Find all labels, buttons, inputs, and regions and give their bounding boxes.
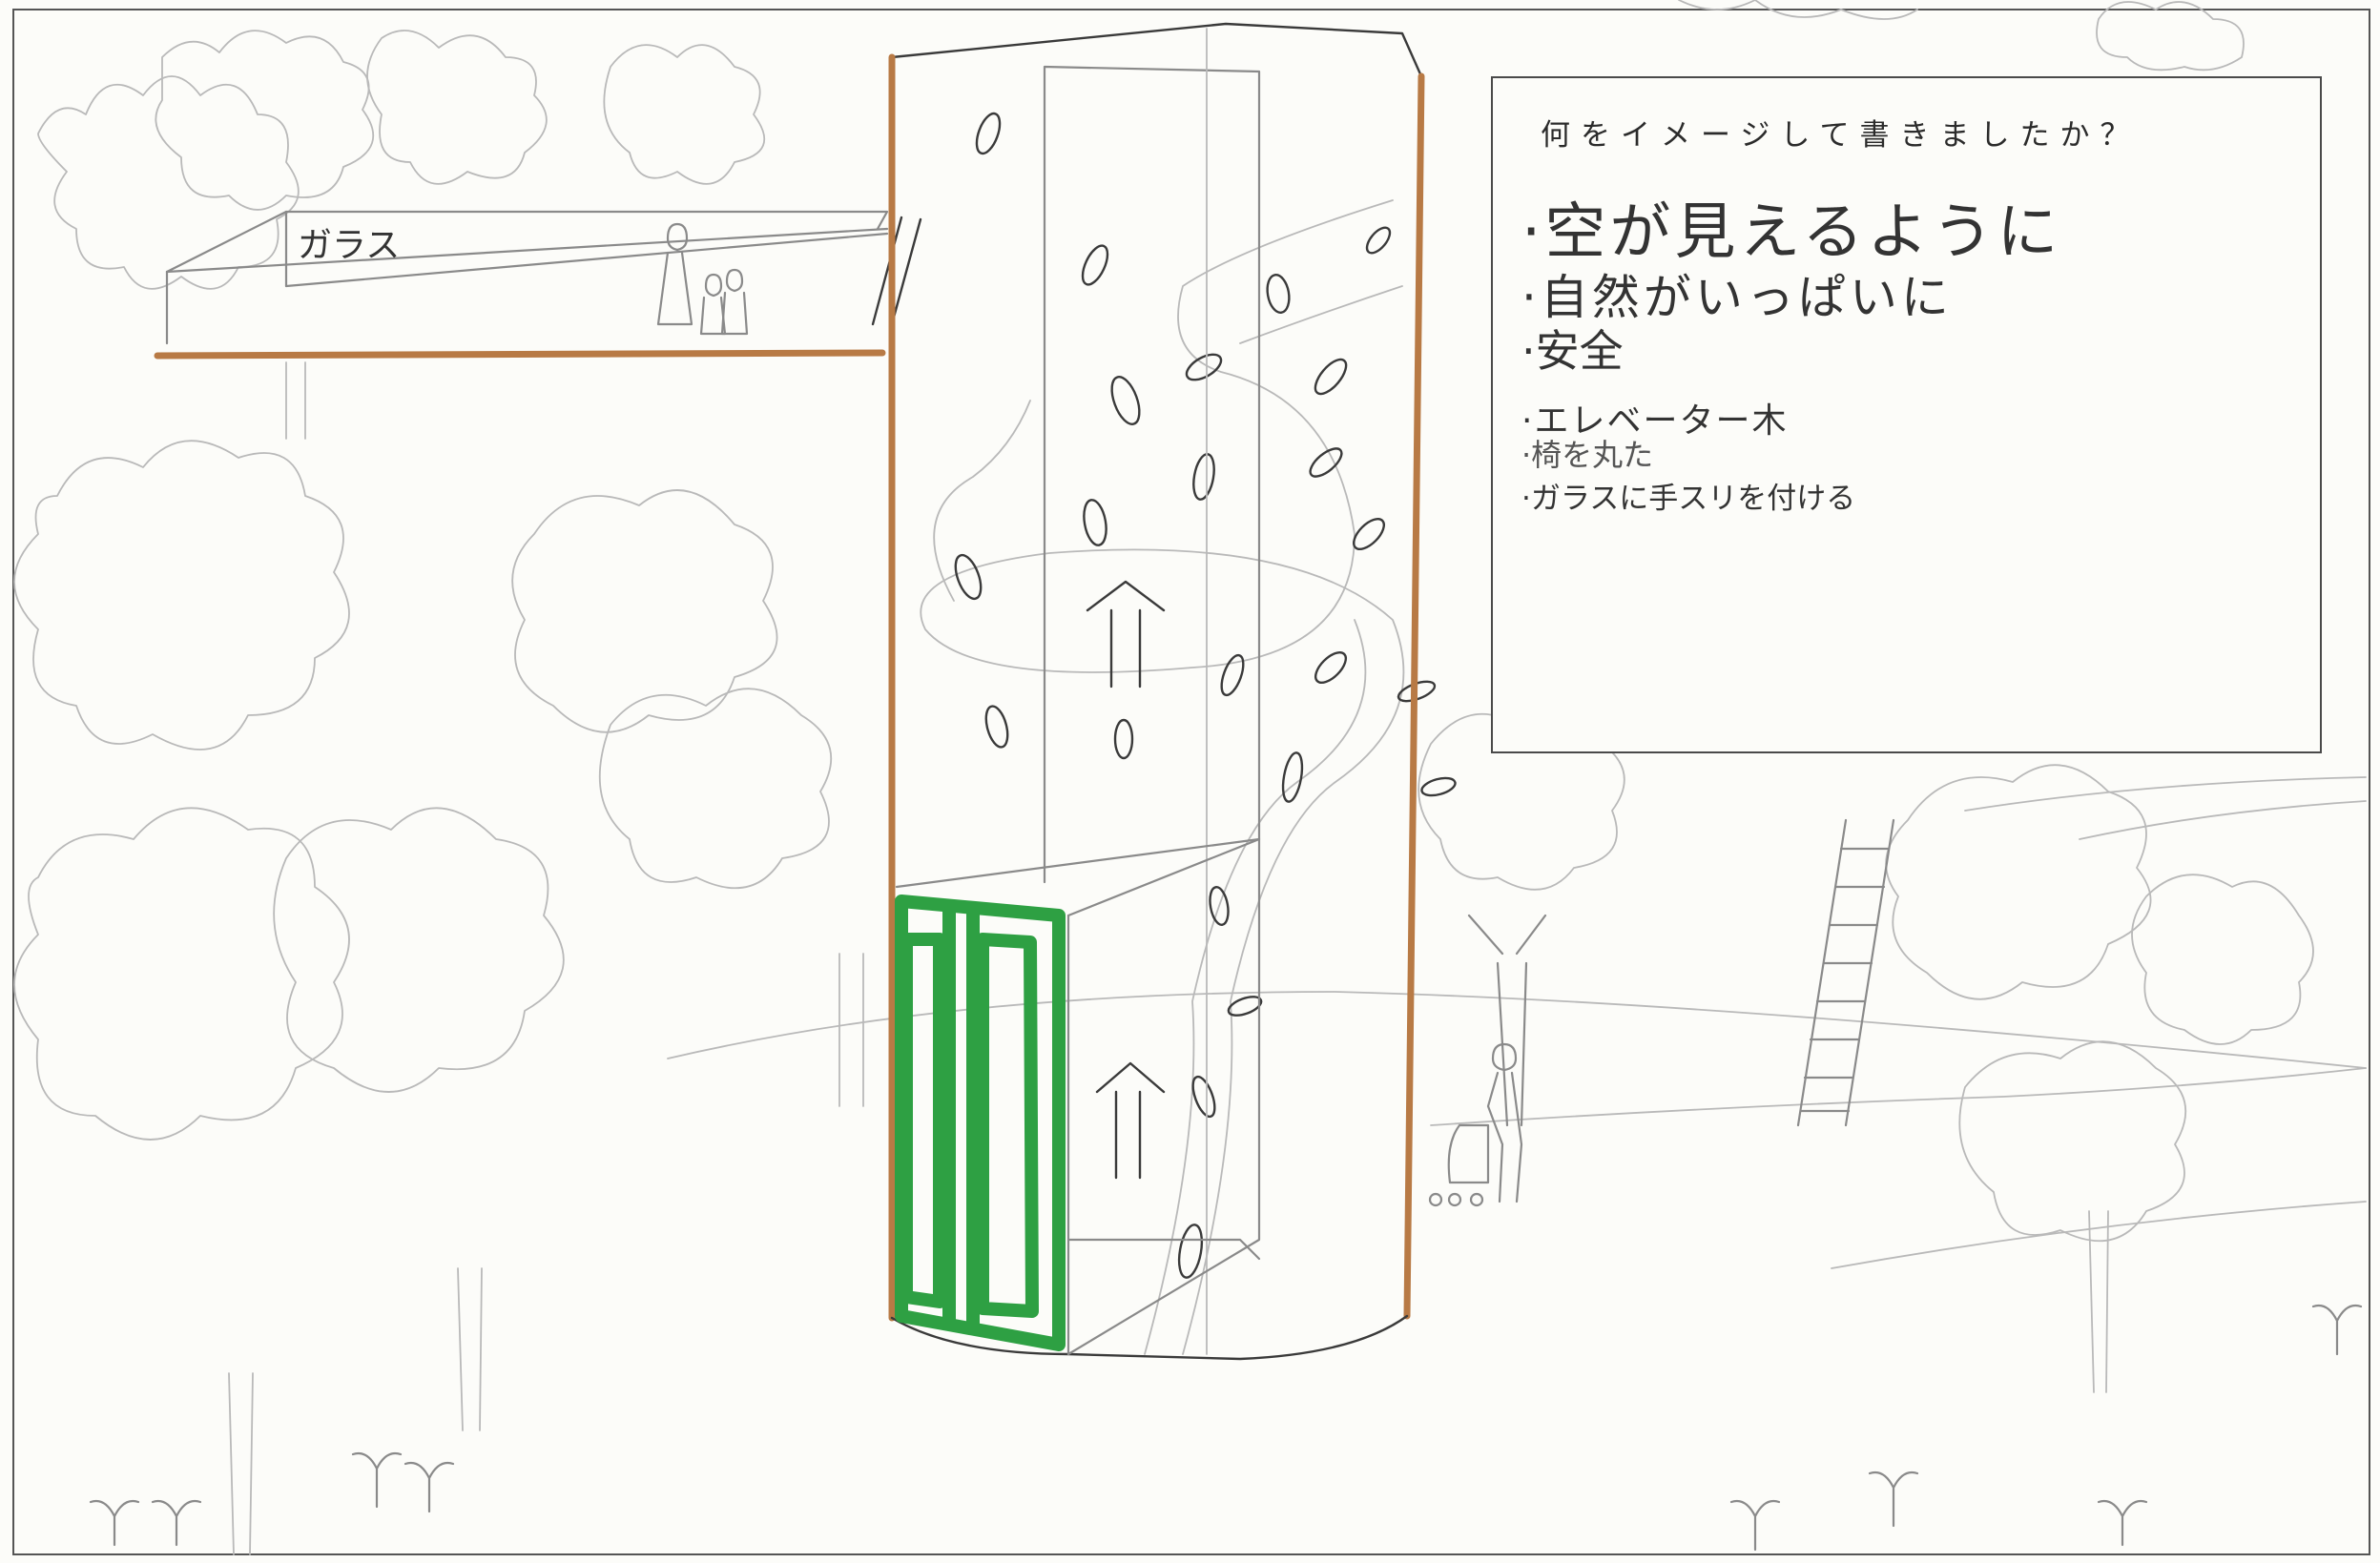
spiral-tree bbox=[920, 199, 1405, 1355]
elevator-tower bbox=[888, 22, 1425, 1361]
answer-line: ·安全 bbox=[1521, 325, 1624, 377]
elevator-car bbox=[895, 837, 1261, 1356]
person-with-stroller bbox=[1428, 1042, 1523, 1207]
sprouts bbox=[89, 1304, 2363, 1552]
answer-line: ·椅を丸た bbox=[1521, 437, 1654, 473]
up-arrow-icon bbox=[1086, 580, 1166, 1180]
ground-path bbox=[667, 776, 2367, 1269]
question-text: 何をイメージして書きましたか？ bbox=[1541, 118, 2141, 153]
tower-leaves bbox=[954, 112, 1457, 1279]
ladder bbox=[1796, 818, 1895, 1127]
answer-line: ·空が見えるように bbox=[1521, 197, 2062, 268]
page-border bbox=[12, 9, 2370, 1555]
answer-line: ·エレベーター木 bbox=[1521, 401, 1789, 441]
answer-line: ·自然がいっぱいに bbox=[1521, 270, 1953, 325]
question-box: 何をイメージして書きましたか？ ·空が見えるように ·自然がいっぱいに ·安全 … bbox=[1491, 76, 2322, 753]
glass-label: ガラス bbox=[298, 226, 401, 265]
answer-line: ·ガラスに手スリを付ける bbox=[1521, 482, 1856, 516]
glass-walkway bbox=[154, 210, 922, 360]
tree-right bbox=[1467, 914, 1547, 1127]
tree-trunks bbox=[228, 361, 2109, 1555]
tower-right-edge bbox=[1403, 72, 1425, 1320]
walkway-floor bbox=[154, 349, 886, 360]
